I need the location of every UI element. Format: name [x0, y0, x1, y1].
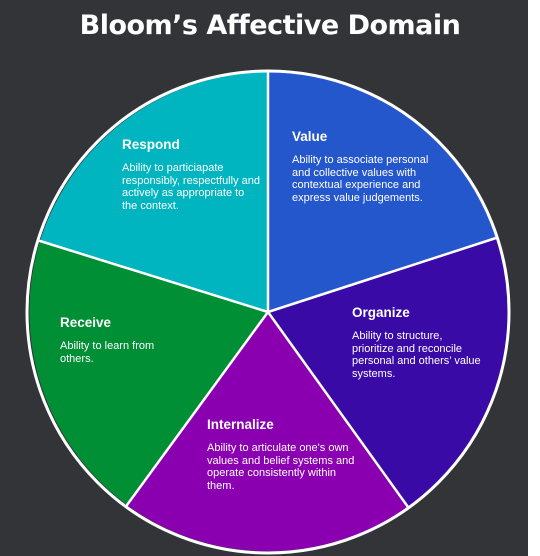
- internalize-description: Ability to articulate one's own values a…: [207, 442, 355, 492]
- respond-label: Respond: [122, 137, 180, 152]
- internalize-label: Internalize: [207, 417, 274, 432]
- value-description: Ability to associate personal and collec…: [292, 154, 429, 204]
- segment-dividers: [38, 70, 498, 509]
- segment-respond: [40, 72, 268, 312]
- wheel-rim: [25, 69, 511, 555]
- organize-label: Organize: [352, 305, 410, 320]
- organize-text: Organize Ability to structure, prioritiz…: [352, 305, 487, 380]
- segment-internalize: [127, 312, 408, 552]
- receive-text: Receive Ability to learn from others.: [60, 315, 185, 365]
- receive-label: Receive: [60, 315, 112, 330]
- respond-description: Ability to particiapate responsibly, res…: [122, 162, 260, 212]
- value-text: Value Ability to associate personal and …: [292, 129, 442, 204]
- segment-value: [268, 72, 496, 312]
- segment-organize: [268, 238, 508, 507]
- value-label: Value: [292, 129, 328, 144]
- segment-receive: [29, 241, 268, 505]
- internalize-text: Internalize Ability to articulate one's …: [207, 417, 357, 492]
- organize-description: Ability to structure, prioritize and rec…: [352, 330, 481, 380]
- receive-description: Ability to learn from others.: [60, 340, 155, 365]
- respond-text: Respond Ability to particiapate responsi…: [122, 137, 262, 212]
- page-title: Bloom’s Affective Domain: [79, 10, 461, 41]
